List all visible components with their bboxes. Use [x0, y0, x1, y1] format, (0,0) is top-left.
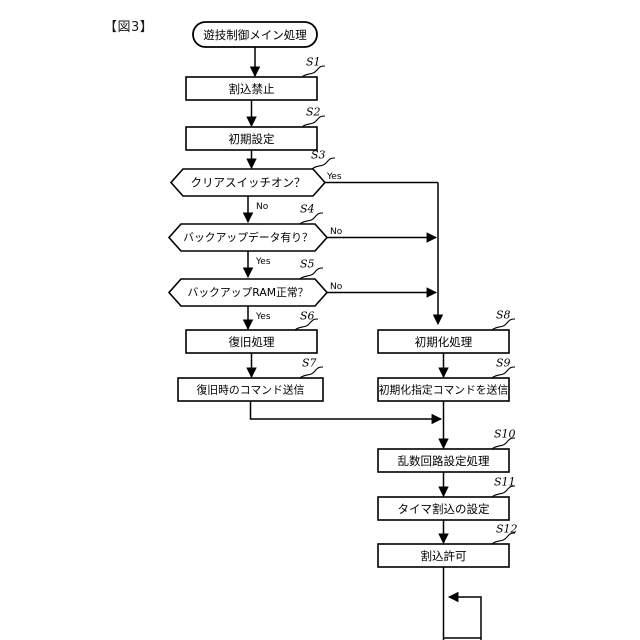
node-s8: 初期化処理: [377, 329, 510, 354]
node-s1: 割込禁止: [185, 76, 318, 101]
node-s9-label: 初期化指定コマンドを送信: [379, 383, 509, 397]
node-s4: バックアップデータ有り？: [167, 223, 329, 252]
step-label-s8: S8: [496, 309, 511, 322]
node-s10: 乱数回路設定処理: [377, 448, 510, 473]
leader-s11: [491, 485, 516, 498]
node-s4-label: バックアップデータ有り？: [183, 230, 313, 244]
node-start-label: 遊技制御メイン処理: [203, 28, 307, 42]
step-label-s7: S7: [302, 357, 317, 370]
branch-label-s4-yes: Yes: [255, 257, 271, 267]
node-s3-label: クリアスイッチオン？: [191, 176, 306, 190]
branch-label-s3-yes: Yes: [326, 172, 342, 182]
node-s12: 割込許可: [377, 543, 510, 568]
node-s1-label: 割込禁止: [229, 82, 275, 96]
leader-s5: [299, 267, 324, 280]
node-s11: タイマ割込の設定: [377, 496, 510, 521]
figure-label: 【図3】: [104, 20, 154, 35]
leader-s12: [491, 532, 516, 545]
branch-label-s5-yes: Yes: [255, 312, 271, 322]
node-s6: 復旧処理: [185, 329, 318, 354]
leader-s7: [299, 366, 324, 379]
step-label-s5: S5: [300, 258, 315, 271]
node-s7: 復旧時のコマンド送信: [177, 377, 324, 402]
step-label-s1: S1: [306, 56, 321, 69]
leader-s8: [491, 318, 516, 331]
node-s2-label: 初期設定: [229, 132, 275, 146]
step-label-s6: S6: [300, 310, 315, 323]
edge-s7-s10: [249, 401, 443, 425]
node-s5-label: バックアップRAM正常？: [188, 286, 309, 299]
node-s12-label: 割込許可: [421, 549, 467, 563]
leader-s2: [301, 115, 326, 128]
step-label-s3: S3: [311, 149, 326, 162]
node-s10-label: 乱数回路設定処理: [398, 454, 490, 468]
step-label-s10: S10: [494, 428, 516, 441]
step-label-s11: S11: [494, 476, 516, 489]
leader-s1: [301, 65, 326, 78]
leader-s4: [299, 212, 324, 225]
node-start: 遊技制御メイン処理: [192, 21, 318, 48]
node-s7-label: 復旧時のコマンド送信: [197, 383, 305, 397]
leader-s10: [491, 437, 516, 450]
branch-label-s3-no: No: [256, 202, 269, 212]
node-s6-label: 復旧処理: [229, 335, 275, 349]
step-label-s4: S4: [300, 203, 315, 216]
leader-s9: [491, 366, 516, 379]
node-s11-label: タイマ割込の設定: [398, 502, 490, 516]
leader-s6: [294, 318, 319, 331]
node-s3: クリアスイッチオン？: [169, 168, 327, 197]
branch-label-s5-no: No: [330, 282, 343, 292]
node-s2: 初期設定: [185, 126, 318, 151]
node-s9: 初期化指定コマンドを送信: [377, 377, 510, 402]
node-s5: バックアップRAM正常？: [167, 278, 329, 307]
leader-s3: [311, 157, 336, 170]
step-label-s12: S12: [496, 523, 518, 536]
node-s8-label: 初期化処理: [415, 335, 473, 349]
step-label-s2: S2: [306, 106, 321, 119]
step-label-s9: S9: [496, 357, 511, 370]
branch-label-s4-no: No: [330, 227, 343, 237]
loop-back-arrow: [447, 591, 482, 640]
